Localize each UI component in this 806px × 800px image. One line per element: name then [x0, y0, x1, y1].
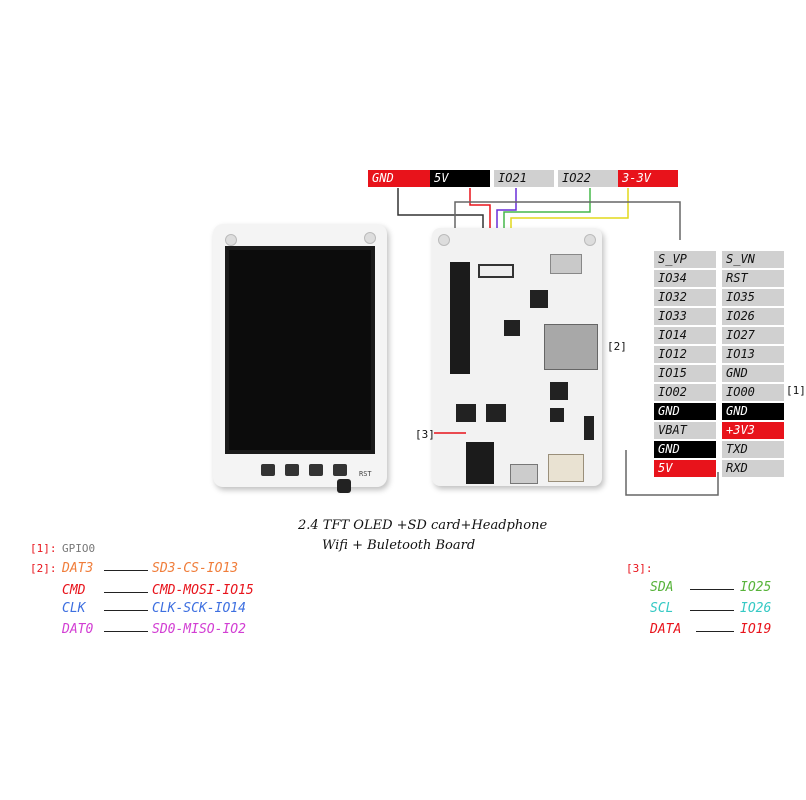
top-pin-5v: 5V [430, 170, 490, 187]
header-right-pin: TXD [722, 441, 784, 458]
mount-hole-icon [438, 234, 450, 246]
i2c-legend-line [690, 610, 734, 611]
tft-screen [225, 246, 375, 454]
headphone-jack-icon [337, 479, 351, 493]
switch-icon [550, 254, 582, 274]
chip-icon [456, 404, 476, 422]
sd-card-slot [544, 324, 598, 370]
sd-legend-right: CLK-SCK-IO14 [152, 601, 246, 616]
header-left-pin: IO32 [654, 289, 716, 306]
sd-legend-right: SD0-MISO-IO2 [152, 622, 246, 637]
chip-icon [584, 416, 594, 440]
caption-line-1: 2.4 TFT OLED +SD card+Headphone [298, 518, 548, 533]
header-right-pin: S_VN [722, 251, 784, 268]
i2c-legend-line [696, 631, 734, 632]
top-pin-io21: IO21 [494, 170, 554, 187]
sd-legend-line [104, 610, 148, 611]
sd-legend-line [104, 592, 148, 593]
i2c-legend-line [690, 589, 734, 590]
io00-ref-marker: [1] [786, 384, 806, 397]
header-right-pin: IO13 [722, 346, 784, 363]
mount-hole-icon [584, 234, 596, 246]
header-right-pin: +3V3 [722, 422, 784, 439]
header-left-pin: S_VP [654, 251, 716, 268]
header-left-pin: IO14 [654, 327, 716, 344]
headphone-jack-icon [466, 442, 494, 484]
battery-connector-icon [548, 454, 584, 482]
header-left-pin: IO02 [654, 384, 716, 401]
connector-5pin [478, 264, 514, 278]
header-right-pin: RST [722, 270, 784, 287]
header-right-pin: RXD [722, 460, 784, 477]
i2c-legend-right: IO19 [740, 622, 772, 637]
sd-legend-line [104, 570, 148, 571]
header-left-pin: GND [654, 441, 716, 458]
button-icon [285, 464, 299, 476]
header-left-pin: GND [654, 403, 716, 420]
ic-ref-arrow [434, 432, 466, 434]
rst-label: RST [359, 470, 372, 478]
sd-legend-left: DAT0 [62, 622, 94, 637]
ic-ref-marker: [3] [415, 428, 435, 441]
sd-legend-left: DAT3 [62, 561, 94, 576]
i2c-legend-right: IO25 [740, 580, 772, 595]
header-right-pin: GND [722, 365, 784, 382]
i2c-legend-right: IO26 [740, 601, 772, 616]
sd-legend-line [104, 631, 148, 632]
header-right-pin: IO27 [722, 327, 784, 344]
chip-icon [550, 408, 564, 422]
mount-hole-icon [225, 234, 237, 246]
sd-legend-left: CMD [62, 583, 86, 598]
header-left-pin: 5V [654, 460, 716, 477]
note-2-key: [2]: [30, 562, 57, 575]
i2c-legend-left: SCL [650, 601, 674, 616]
caption-line-2: Wifi + Buletooth Board [322, 538, 476, 553]
button-icon [309, 464, 323, 476]
button-icon [333, 464, 347, 476]
sd-legend-right: SD3-CS-IO13 [152, 561, 239, 576]
wire-rxd-lead [625, 450, 719, 496]
chip-icon [530, 290, 548, 308]
sd-ref-marker: [2] [607, 340, 627, 353]
note-3-key: [3]: [626, 562, 653, 575]
top-pin-io22: IO22 [558, 170, 618, 187]
top-pin-gnd: GND [368, 170, 430, 187]
usb-port-icon [510, 464, 538, 484]
chip-icon [486, 404, 506, 422]
chip-icon [550, 382, 568, 400]
header-left-pin: IO33 [654, 308, 716, 325]
mount-hole-icon [364, 232, 376, 244]
header-right-pin: IO00 [722, 384, 784, 401]
header-left-pin: IO12 [654, 346, 716, 363]
header-right-pin: IO26 [722, 308, 784, 325]
i2c-legend-left: SDA [650, 580, 674, 595]
pin-header [450, 262, 470, 374]
tft-display-board: RST [213, 224, 387, 493]
header-left-pin: VBAT [654, 422, 716, 439]
top-pin-3v3: 3-3V [618, 170, 678, 187]
header-right-pin: GND [722, 403, 784, 420]
header-left-pin: IO15 [654, 365, 716, 382]
header-right-pin: IO35 [722, 289, 784, 306]
sd-legend-left: CLK [62, 601, 86, 616]
note-1-value: GPIO0 [62, 542, 96, 555]
i2c-legend-left: DATA [650, 622, 682, 637]
button-icon [261, 464, 275, 476]
pcb-back-board [432, 228, 602, 486]
chip-icon [504, 320, 520, 336]
header-left-pin: IO34 [654, 270, 716, 287]
note-1-key: [1]: [30, 542, 57, 555]
sd-legend-right: CMD-MOSI-IO15 [152, 583, 254, 598]
